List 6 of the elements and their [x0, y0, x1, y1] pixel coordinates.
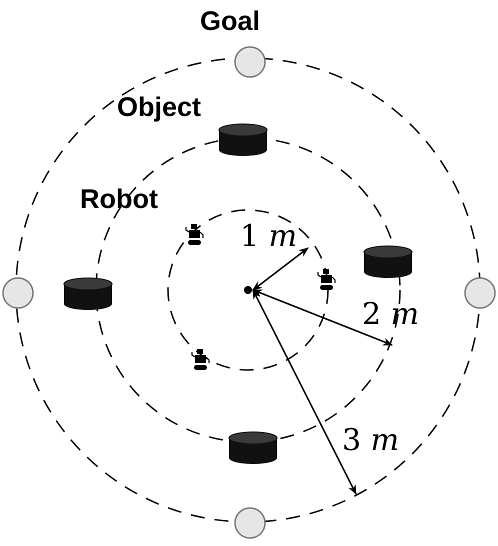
object-label: Object [117, 94, 202, 121]
robot-label: Robot [80, 186, 158, 213]
distance-label: 1 m [240, 222, 298, 252]
distance-label: 3 m [342, 426, 400, 456]
distance-label: 2 m [362, 300, 420, 330]
goal-label: Goal [200, 8, 260, 35]
